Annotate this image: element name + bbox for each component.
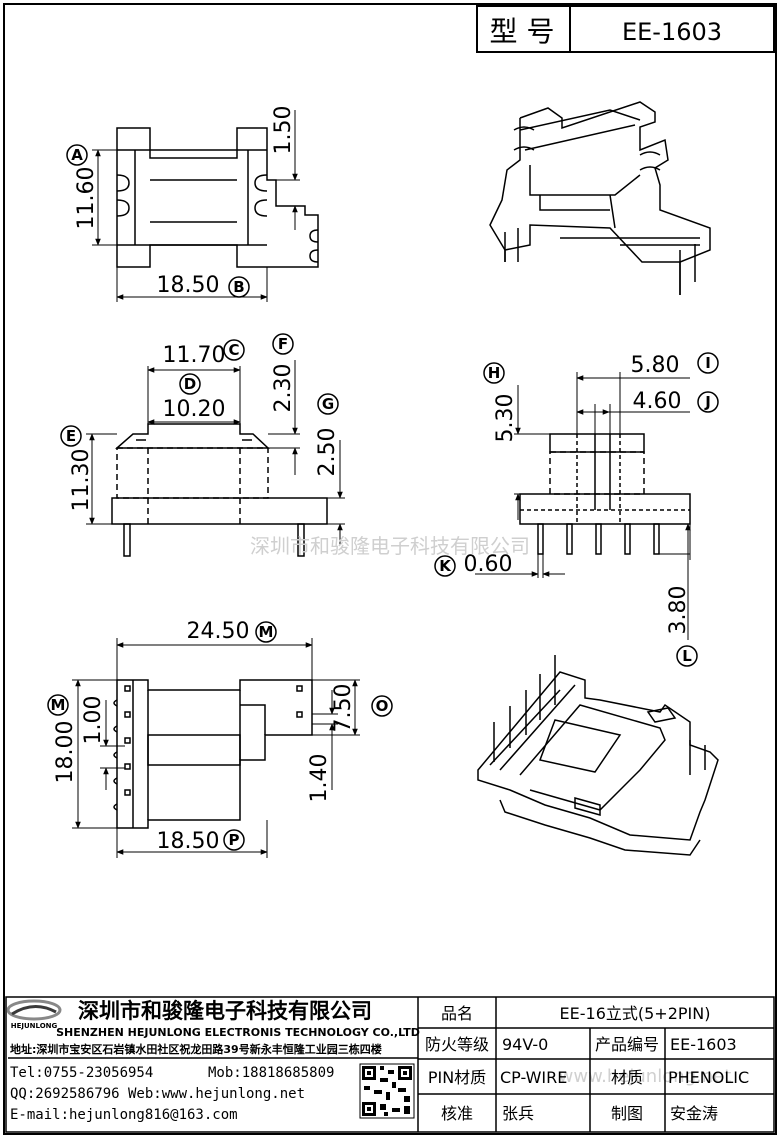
dim-f-value: 2.30 [271,364,296,413]
company-tel: Tel:0755-23056954 [10,1065,153,1081]
dims-front [86,360,345,545]
dim-e-value: 11.30 [69,449,94,512]
iso-view-bottom [477,655,719,856]
watermark-url: www.hejunlong.net [559,1066,732,1087]
company-name-en: SHENZHEN HEJUNLONG ELECTRONIS TECHNOLOGY… [56,1026,420,1039]
dim-h-value: 5.30 [493,394,518,443]
dim-g-value: 2.50 [315,428,340,477]
material-label: 材质 [611,1068,643,1087]
dim-k-value: 0.60 [464,552,513,577]
drawn-by-value: 安金涛 [670,1104,718,1123]
approved-by-value: 张兵 [502,1104,534,1123]
company-logo: HEJUNLONG [6,999,62,1030]
callout-k: K [439,557,452,575]
dim-p-value: 18.50 [157,829,220,854]
callout-j: J [704,393,711,411]
model-header: 型 号 EE-1603 [476,5,775,53]
qr-code [359,1063,415,1119]
callout-a: A [71,146,83,164]
logo-text: HEJUNLONG [11,1022,58,1030]
model-label: 型 号 [490,15,555,48]
dim-m-width-value: 24.50 [187,619,250,644]
callout-i: I [705,354,711,372]
company-mob: Mob:18818685809 [208,1065,334,1081]
drawing-border [3,3,777,1135]
fire-rating-label: 防火等级 [425,1035,489,1054]
view-bottom [113,679,313,829]
dim-m-height-value: 18.00 [53,721,78,784]
product-code-label: 产品编号 [595,1035,659,1054]
product-name-value: EE-16立式(5+2PIN) [560,1004,711,1023]
watermark-company: 深圳市和骏隆电子科技有限公司 [250,534,530,558]
dim-l-value: 3.80 [666,586,691,635]
company-address: 地址:深圳市宝安区石岩镇水田社区祝龙田路39号新永丰恒隆工业园三栋四楼 [10,1042,382,1056]
company-name-cn: 深圳市和骏隆电子科技有限公司 [78,999,372,1023]
dim-i-value: 5.80 [631,353,680,378]
model-value: EE-1603 [622,18,722,46]
callout-g: G [322,395,334,413]
company-qq-web: QQ:2692586796 Web:www.hejunlong.net [10,1086,305,1102]
view-side [519,433,691,555]
iso-view-top [489,101,711,295]
product-name-label: 品名 [441,1004,473,1023]
dim-pin-pitch-value: 1.00 [81,696,106,745]
approved-by-label: 核准 [441,1104,473,1123]
material-value: PHENOLIC [668,1068,749,1087]
drawn-by-label: 制图 [611,1104,643,1123]
callout-b: B [233,278,244,296]
dims-side [475,372,691,640]
callouts [47,144,719,851]
callout-h: H [488,364,501,382]
product-code-value: EE-1603 [670,1035,737,1054]
dim-b-value: 18.50 [157,273,220,298]
callout-d: D [184,375,196,393]
dim-a-value: 11.60 [74,167,99,230]
callout-labels: A B C D E F G H I J K L M M O P [51,146,711,849]
dim-j-value: 4.60 [633,389,682,414]
spec-table: 品名 EE-16立式(5+2PIN) 防火等级 94V-0 产品编号 EE-16… [425,1004,749,1123]
fire-rating-value: 94V-0 [502,1035,548,1054]
dim-top-gap-value: 1.50 [271,106,296,155]
callout-e: E [66,427,76,445]
dim-o-value: 7.50 [331,684,356,733]
pin-material-label: PIN材质 [428,1068,486,1087]
dim-d-value: 10.20 [163,397,226,422]
view-front [111,423,328,557]
callout-m-height: M [51,696,66,714]
callout-c: C [228,341,239,359]
company-email: E-mail:hejunlong816@163.com [10,1107,238,1123]
view-top [116,127,319,268]
dims-bottom [72,638,360,858]
callout-m-width: M [259,623,274,641]
dim-c-value: 11.70 [163,343,226,368]
callout-l: L [682,647,692,665]
callout-p: P [229,831,240,849]
dim-o-gap-value: 1.40 [307,754,332,803]
callout-f: F [278,335,288,353]
title-block [5,996,775,1133]
callout-o: O [376,697,389,715]
pin-material-value: CP-WIRE [500,1068,567,1087]
